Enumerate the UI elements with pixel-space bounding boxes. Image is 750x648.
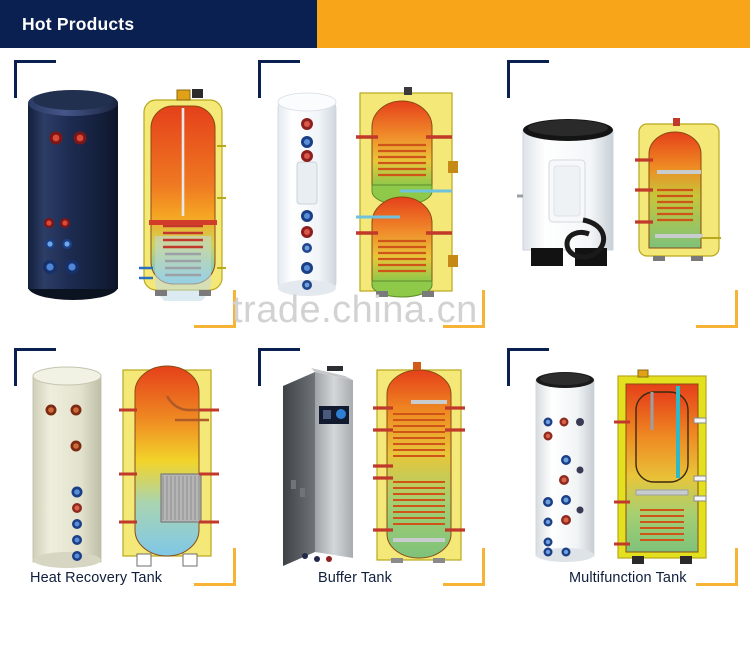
tank-ports: [45, 404, 83, 561]
page-header: Hot Products: [0, 0, 750, 48]
product-card-buffer-tank[interactable]: Buffer Tank: [248, 340, 493, 592]
pipes-red: [634, 158, 653, 224]
tank-photo-multifunction: [535, 372, 594, 562]
tank-feet: [155, 289, 211, 296]
tank-photo-white-tall: [277, 92, 336, 296]
header-navy-block: Hot Products: [0, 0, 317, 48]
tank-feet: [652, 256, 703, 261]
product-figure: [248, 340, 493, 592]
bottom-connectors: [301, 553, 332, 562]
pipes-red: [372, 406, 465, 532]
coil-upper: [392, 412, 445, 458]
cabinet-unit-photo: [282, 366, 353, 566]
outlet-ports: [217, 144, 226, 269]
valve-fittings: [447, 161, 458, 267]
product-label: Buffer Tank: [318, 570, 392, 586]
product-card-heat-recovery-tank[interactable]: Heat Recovery Tank: [4, 340, 244, 592]
tank-cutaway-navy-solar: [139, 88, 226, 301]
product-label: Multifunction Tank: [569, 570, 687, 586]
tank-ports: [300, 118, 313, 290]
inlet-pipes: [139, 266, 153, 279]
product-figure: [4, 52, 244, 334]
product-grid: Heat Recovery Tank: [0, 48, 750, 648]
tank-photo-beige: [32, 366, 102, 568]
coil-upper: [377, 143, 426, 177]
header-orange-block: [317, 0, 750, 48]
tank-photo-navy: [28, 89, 118, 300]
tank-cutaway-heat-recovery: [119, 365, 219, 567]
coil: [639, 508, 684, 542]
tank-photo-compact-white: [516, 119, 613, 266]
plate-heat-exchanger: [160, 473, 202, 523]
product-figure: [497, 52, 746, 334]
watermark-text: trade.china.cn: [232, 289, 478, 331]
tank-feet: [631, 556, 692, 564]
product-figure: [248, 52, 493, 334]
product-card-white-compact-tank[interactable]: [497, 52, 746, 334]
product-label: Heat Recovery Tank: [30, 570, 163, 586]
coil-lower: [392, 480, 445, 526]
pipes-red: [355, 135, 452, 235]
pipes-blue: [355, 189, 452, 219]
power-cable: [563, 217, 606, 260]
coil: [656, 188, 693, 222]
page-title: Hot Products: [22, 13, 135, 34]
tank-cutaway-double-coil: [355, 87, 458, 298]
tank-cutaway-buffer: [372, 362, 465, 563]
heating-coil-lower: [165, 252, 201, 276]
inner-tank: [634, 391, 689, 483]
product-card-navy-solar-tank[interactable]: [4, 52, 244, 334]
product-card-multifunction-tank[interactable]: Multifunction Tank: [497, 340, 746, 592]
tank-cutaway-multifunction: [613, 369, 707, 564]
product-figure: [497, 340, 746, 592]
recovery-pipes: [165, 395, 209, 422]
tank-ports: [542, 417, 584, 557]
pipes-red: [613, 420, 630, 546]
tank-ports: [43, 131, 87, 274]
product-card-double-coil-tank[interactable]: [248, 52, 493, 334]
tank-feet: [375, 291, 434, 297]
tank-feet: [136, 553, 198, 567]
product-figure: [4, 340, 244, 592]
coil-lower: [377, 239, 426, 273]
heating-coil-upper: [163, 224, 203, 248]
tank-feet: [390, 558, 445, 563]
pipes-red: [119, 408, 219, 524]
tank-cutaway-compact: [634, 118, 721, 261]
